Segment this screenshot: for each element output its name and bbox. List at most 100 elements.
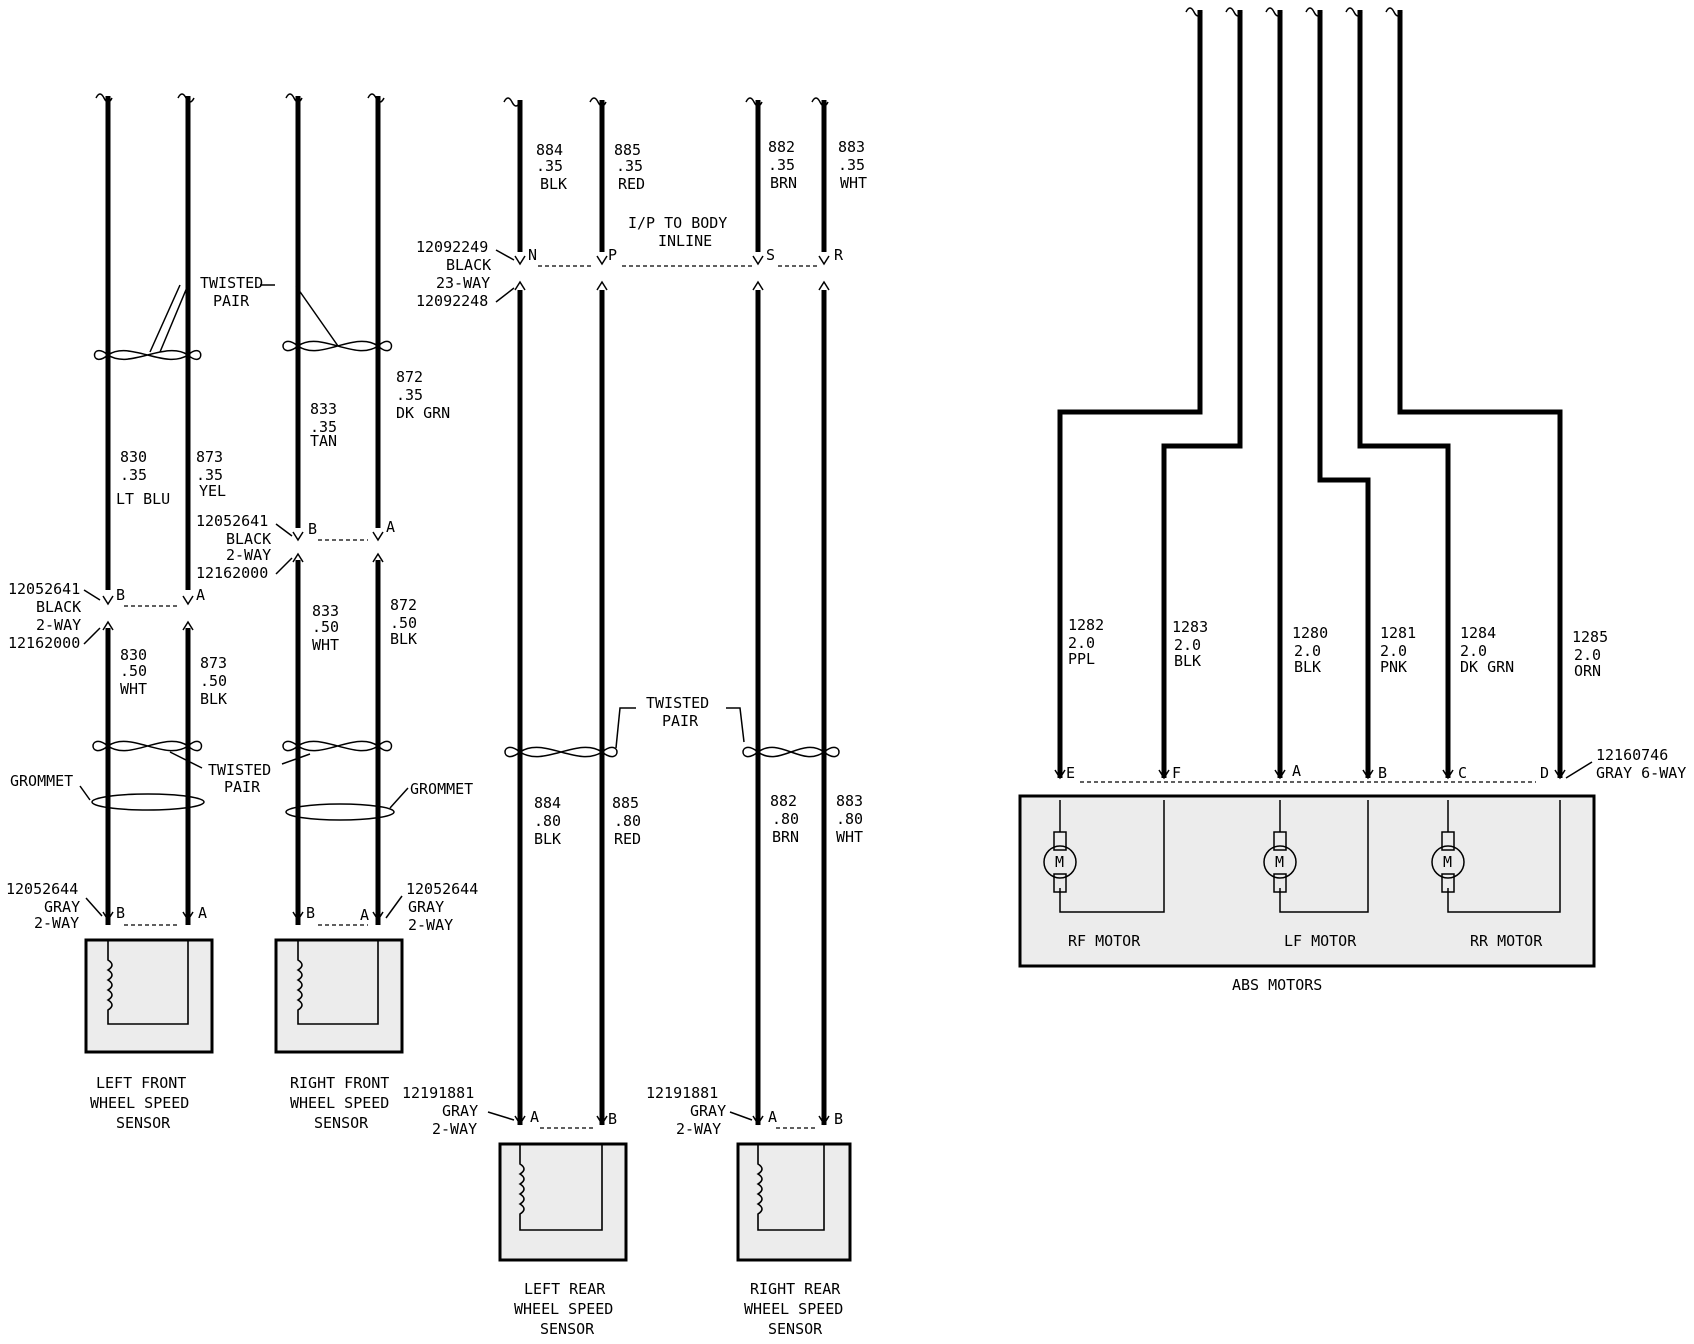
pin-label: D: [1540, 764, 1549, 782]
wire-gauge: .35: [196, 466, 223, 484]
left-front-sensor-box: [84, 938, 214, 1054]
motor-letter: M: [1275, 853, 1284, 871]
motor-letter: M: [1055, 853, 1064, 871]
connector-pins: [102, 595, 194, 606]
pin-label: E: [1066, 764, 1075, 782]
wire-circuit: 872: [396, 368, 423, 386]
pin-label: F: [1172, 764, 1181, 782]
pin-label: N: [528, 246, 537, 264]
sensor-coil-symbol: [518, 1144, 603, 1231]
wire-color: BRN: [770, 174, 797, 192]
pin-label: C: [1458, 764, 1467, 782]
connector-part: 12052644: [406, 880, 478, 898]
wire-circuit: 833: [312, 602, 339, 620]
sensor-label: WHEEL SPEED: [514, 1300, 613, 1318]
leader-line: [281, 753, 311, 765]
wire-circuit: 884: [536, 141, 563, 159]
connector-part: 12191881: [402, 1084, 474, 1102]
pin-label: B: [308, 520, 317, 538]
pin-label: A: [360, 906, 369, 924]
sensor-label: WHEEL SPEED: [90, 1094, 189, 1112]
sensor-label: SENSOR: [540, 1320, 595, 1338]
pin-label: B: [116, 586, 125, 604]
wire-circuit: 883: [838, 138, 865, 156]
connector-desc: GRAY 6-WAY: [1596, 764, 1686, 782]
wire-1284: [1357, 10, 1451, 778]
wire-gauge: .35: [536, 157, 563, 175]
connector-part: 12160746: [1596, 746, 1668, 764]
wire-circuit: 872: [390, 596, 417, 614]
wire-color: BLK: [1294, 658, 1321, 676]
grommet-symbol: [91, 793, 205, 811]
abs-motors-section: 1282 2.0 PPL 1283 2.0 BLK 1280 2.0 BLK 1…: [1018, 7, 1686, 994]
twisted-pair-symbol: [92, 740, 203, 752]
leader-line: [85, 897, 103, 917]
wire-gauge: .80: [772, 810, 799, 828]
twisted-pair-symbol: [742, 746, 840, 758]
wire-color: RED: [614, 830, 641, 848]
wire-circuit: 873: [196, 448, 223, 466]
pin-label: A: [530, 1108, 539, 1126]
rr-motor: M RR MOTOR: [1431, 800, 1561, 950]
wire-gauge: 2.0: [1068, 634, 1095, 652]
connector-pins: [752, 1115, 830, 1126]
twisted-label-1: TWISTED: [200, 274, 263, 292]
inline-label: I/P TO BODY: [628, 214, 727, 232]
connector-ways: 2-WAY: [226, 546, 271, 564]
inline-label: INLINE: [658, 232, 712, 250]
wire-color: BLK: [540, 175, 567, 193]
leader-line: [389, 787, 409, 809]
leader-line: [275, 557, 293, 575]
wire-gauge: 2.0: [1174, 636, 1201, 654]
wire-circuit: 1283: [1172, 618, 1208, 636]
twisted-pair-symbol: [504, 746, 618, 758]
motor-brush: [1273, 831, 1287, 851]
connector-ways: 23-WAY: [436, 274, 490, 292]
pin-label: A: [196, 586, 205, 604]
leader-line: [159, 284, 189, 353]
right-rear-sensor-box: [736, 1142, 852, 1262]
leader-line: [729, 1111, 753, 1121]
twisted-label-2: PAIR: [662, 712, 699, 730]
sensor-label: RIGHT FRONT: [290, 1074, 389, 1092]
pin-label: A: [1292, 762, 1301, 780]
motor-brush: [1273, 873, 1287, 893]
twisted-pair-symbol: [282, 340, 393, 352]
connector-ways: 2-WAY: [676, 1120, 721, 1138]
wire-break-mark: [1185, 7, 1403, 17]
connector-part: 12052644: [6, 880, 78, 898]
leader-line: [1565, 761, 1593, 779]
connector-pins: [292, 552, 384, 563]
leader-line: [295, 285, 339, 347]
wire-1285: [1397, 10, 1563, 778]
wire-circuit: 1284: [1460, 624, 1496, 642]
wire-color: BLK: [390, 630, 417, 648]
sensor-label: RIGHT REAR: [750, 1280, 841, 1298]
connector-mate: 12162000: [196, 564, 268, 582]
sensor-coil-symbol: [106, 940, 189, 1025]
wire-gauge: .35: [310, 418, 337, 436]
wire-gauge: .50: [312, 618, 339, 636]
motor-brush: [1053, 873, 1067, 893]
twisted-label-1: TWISTED: [208, 761, 271, 779]
wire-circuit: 1285: [1572, 628, 1608, 646]
connector-color: GRAY: [442, 1102, 478, 1120]
twisted-label-1: TWISTED: [646, 694, 709, 712]
wire-gauge: .50: [120, 662, 147, 680]
motor-label: RR MOTOR: [1470, 932, 1543, 950]
leader-line: [169, 751, 203, 769]
leader-line: [149, 284, 181, 353]
wire-gauge: .35: [120, 466, 147, 484]
wire-color: DK GRN: [396, 404, 450, 422]
wire-color: WHT: [840, 174, 867, 192]
leader-line: [275, 523, 293, 537]
wire-gauge: 2.0: [1294, 642, 1321, 660]
motor-circuit: [1059, 800, 1165, 913]
wire-circuit: 883: [836, 792, 863, 810]
wire-circuit: 1282: [1068, 616, 1104, 634]
connector-pins: [102, 911, 194, 922]
right-front-section: 833 .35 TAN 872 .35 DK GRN B A 12052641 …: [196, 93, 478, 1132]
connector-part: 12092249: [416, 238, 488, 256]
wire-gauge: .35: [768, 156, 795, 174]
